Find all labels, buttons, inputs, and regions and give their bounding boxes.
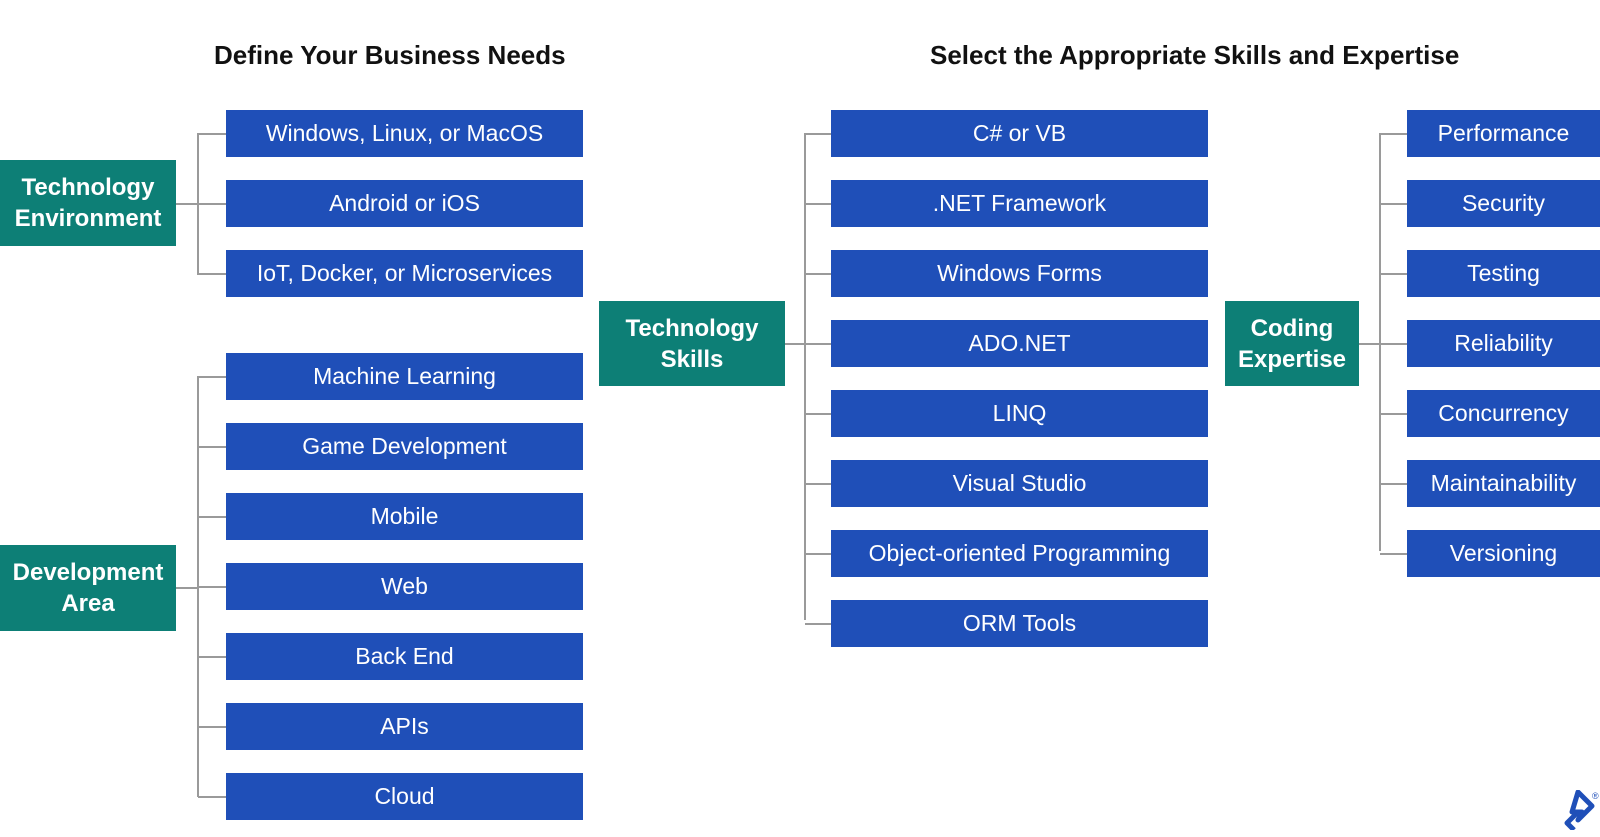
connector bbox=[1380, 483, 1407, 485]
coding-expertise-item-concurrency: Concurrency bbox=[1407, 390, 1600, 437]
env-item-windows-linux-or-macos: Windows, Linux, or MacOS bbox=[226, 110, 583, 157]
dev-item-web: Web bbox=[226, 563, 583, 610]
connector bbox=[1359, 343, 1380, 345]
connector bbox=[198, 273, 226, 275]
heading-define-business-needs: Define Your Business Needs bbox=[214, 40, 566, 70]
connector bbox=[805, 413, 831, 415]
connector bbox=[1379, 133, 1381, 551]
tech-skill-item-windows-forms: Windows Forms bbox=[831, 250, 1208, 297]
category-technology-environment: Technology Environment bbox=[0, 160, 176, 246]
tech-skill-item-linq: LINQ bbox=[831, 390, 1208, 437]
tech-skill-item-visual-studio: Visual Studio bbox=[831, 460, 1208, 507]
coding-expertise-item-testing: Testing bbox=[1407, 250, 1600, 297]
tech-skill-item-object-oriented-programming: Object-oriented Programming bbox=[831, 530, 1208, 577]
registered-mark: ® bbox=[1592, 791, 1599, 801]
dev-item-game-development: Game Development bbox=[226, 423, 583, 470]
connector bbox=[198, 726, 226, 728]
connector bbox=[1380, 133, 1407, 135]
connector bbox=[198, 656, 226, 658]
connector bbox=[805, 483, 831, 485]
tech-skill-item-c-or-vb: C# or VB bbox=[831, 110, 1208, 157]
coding-expertise-item-maintainability: Maintainability bbox=[1407, 460, 1600, 507]
env-item-android-or-ios: Android or iOS bbox=[226, 180, 583, 227]
tech-skill-item-net-framework: .NET Framework bbox=[831, 180, 1208, 227]
connector bbox=[804, 133, 806, 620]
connector bbox=[1380, 273, 1407, 275]
connector bbox=[805, 273, 831, 275]
tech-skill-item-orm-tools: ORM Tools bbox=[831, 600, 1208, 647]
category-technology-skills: Technology Skills bbox=[599, 301, 785, 386]
connector bbox=[805, 623, 831, 625]
tech-skill-item-ado-net: ADO.NET bbox=[831, 320, 1208, 367]
connector bbox=[198, 203, 226, 205]
dev-item-machine-learning: Machine Learning bbox=[226, 353, 583, 400]
connector bbox=[805, 343, 831, 345]
toptal-logo-icon bbox=[1564, 790, 1595, 830]
connector bbox=[805, 203, 831, 205]
category-development-area: Development Area bbox=[0, 545, 176, 631]
heading-select-skills-expertise: Select the Appropriate Skills and Expert… bbox=[930, 40, 1460, 70]
connector bbox=[805, 553, 831, 555]
connector bbox=[1380, 203, 1407, 205]
connector bbox=[1380, 413, 1407, 415]
dev-item-mobile: Mobile bbox=[226, 493, 583, 540]
connector bbox=[785, 343, 805, 345]
dev-item-cloud: Cloud bbox=[226, 773, 583, 820]
connector bbox=[198, 796, 226, 798]
connector bbox=[176, 203, 198, 205]
connector bbox=[176, 587, 198, 589]
connector bbox=[1380, 343, 1407, 345]
connector bbox=[198, 446, 226, 448]
coding-expertise-item-reliability: Reliability bbox=[1407, 320, 1600, 367]
dev-item-apis: APIs bbox=[226, 703, 583, 750]
connector bbox=[198, 586, 226, 588]
coding-expertise-item-versioning: Versioning bbox=[1407, 530, 1600, 577]
connector bbox=[198, 376, 226, 378]
connector bbox=[805, 133, 831, 135]
connector bbox=[1380, 553, 1407, 555]
connector bbox=[198, 133, 226, 135]
category-coding-expertise: Coding Expertise bbox=[1225, 301, 1359, 386]
coding-expertise-item-security: Security bbox=[1407, 180, 1600, 227]
env-item-iot-docker-or-microservices: IoT, Docker, or Microservices bbox=[226, 250, 583, 297]
connector bbox=[198, 516, 226, 518]
dev-item-back-end: Back End bbox=[226, 633, 583, 680]
coding-expertise-item-performance: Performance bbox=[1407, 110, 1600, 157]
